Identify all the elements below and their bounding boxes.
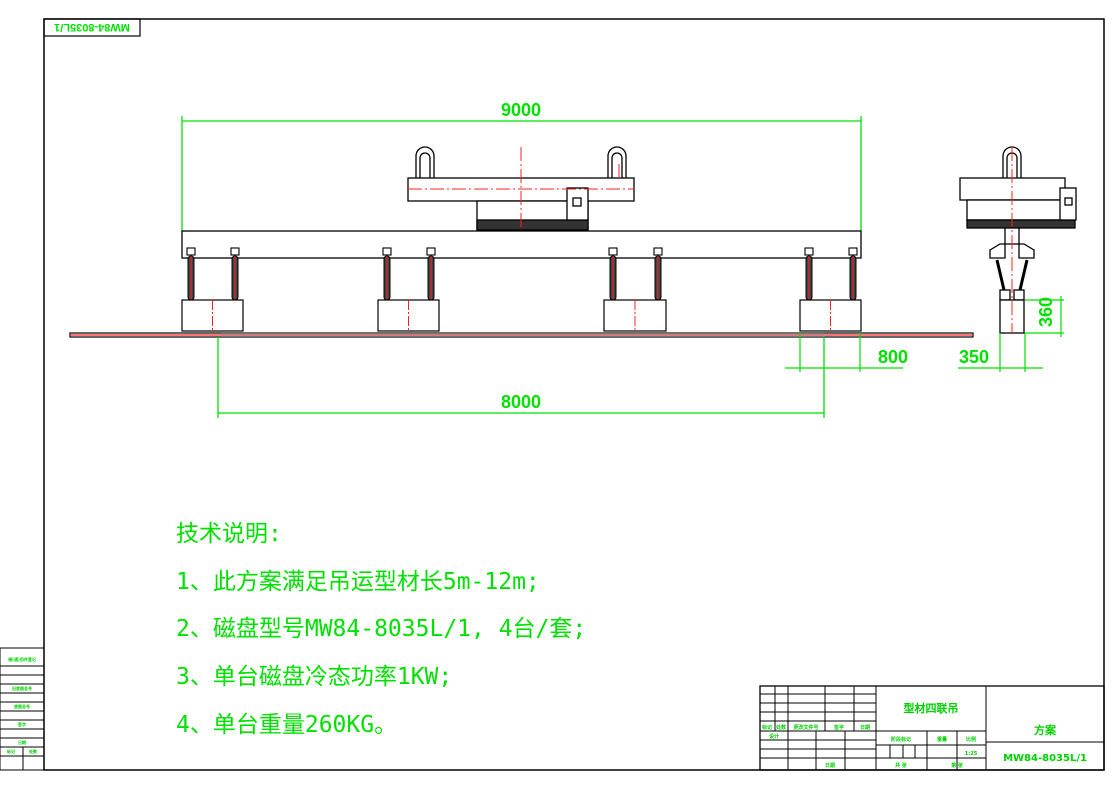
chain-hook bbox=[426, 247, 436, 256]
chain-hook bbox=[186, 247, 196, 256]
corner-label: MW84-8035L/1 bbox=[54, 21, 130, 33]
dimension-350-text: 350 bbox=[959, 347, 989, 367]
dimension-8000: 8000 bbox=[217, 337, 825, 418]
drawing-type: 方案 bbox=[1034, 723, 1057, 737]
side-row-sign: 签字 bbox=[17, 721, 26, 727]
title-block bbox=[759, 685, 1105, 771]
scale-value: 1:25 bbox=[965, 751, 978, 757]
header-count: 处数 bbox=[775, 724, 787, 731]
note-item: 2、磁盘型号MW84-8035L/1, 4台/套; bbox=[176, 616, 587, 642]
dimension-360-text: 360 bbox=[1036, 297, 1056, 327]
side-row-mark: 标记 bbox=[6, 748, 15, 754]
header-date: 日期 bbox=[860, 724, 870, 731]
drawing-name: 型材四联吊 bbox=[904, 701, 959, 715]
side-row-base: 底图总号 bbox=[13, 703, 30, 709]
note-item: 1、此方案满足吊运型材长5m-12m; bbox=[176, 569, 540, 595]
design-label: 设计 bbox=[769, 733, 779, 740]
side-view bbox=[959, 146, 1077, 334]
header-change-doc: 更改文件号 bbox=[793, 724, 818, 731]
side-row-shared: 借(通)用件登记 bbox=[7, 656, 36, 662]
dimension-360: 360 bbox=[1025, 296, 1064, 337]
corner-label-box bbox=[43, 18, 141, 37]
side-block bbox=[0, 647, 45, 771]
side-row-date: 日期 bbox=[18, 739, 26, 745]
chain-hook bbox=[804, 247, 814, 256]
main-beam bbox=[181, 230, 862, 259]
sheet-total: 共 张 bbox=[895, 762, 908, 769]
sheet-no: 第 张 bbox=[951, 762, 964, 769]
date-label: 日期 bbox=[825, 762, 835, 769]
dimension-350: 350 bbox=[958, 333, 1043, 372]
stage-label: 阶段标记 bbox=[891, 736, 911, 743]
side-row-count: 处数 bbox=[28, 748, 37, 754]
chain-hook bbox=[848, 247, 858, 256]
note-item: 3、单台磁盘冷态功率1KW; bbox=[176, 664, 453, 690]
dimension-9000-text: 9000 bbox=[501, 100, 541, 120]
weight-label: 重量 bbox=[937, 736, 947, 743]
side-row-old-base: 旧底图总号 bbox=[12, 685, 32, 691]
dimension-800: 800 bbox=[785, 333, 908, 372]
chain-hook bbox=[608, 247, 618, 256]
notes-title: 技术说明: bbox=[176, 521, 282, 547]
chain-hook bbox=[382, 247, 392, 256]
scale-label: 比例 bbox=[966, 736, 976, 743]
header-mark: 标记 bbox=[761, 724, 772, 731]
dimension-800-text: 800 bbox=[878, 347, 908, 367]
dimension-9000: 9000 bbox=[181, 100, 862, 232]
dimension-8000-text: 8000 bbox=[501, 392, 541, 412]
header-sign: 签字 bbox=[833, 724, 844, 731]
front-magnets bbox=[181, 247, 862, 332]
chain-hook bbox=[653, 247, 663, 256]
profile-material bbox=[69, 332, 974, 338]
note-item: 4、单台重量260KG。 bbox=[176, 712, 398, 738]
chain-hook bbox=[230, 247, 240, 256]
drawing-number: MW84-8035L/1 bbox=[1003, 753, 1087, 764]
drawing-frame bbox=[43, 18, 1105, 771]
